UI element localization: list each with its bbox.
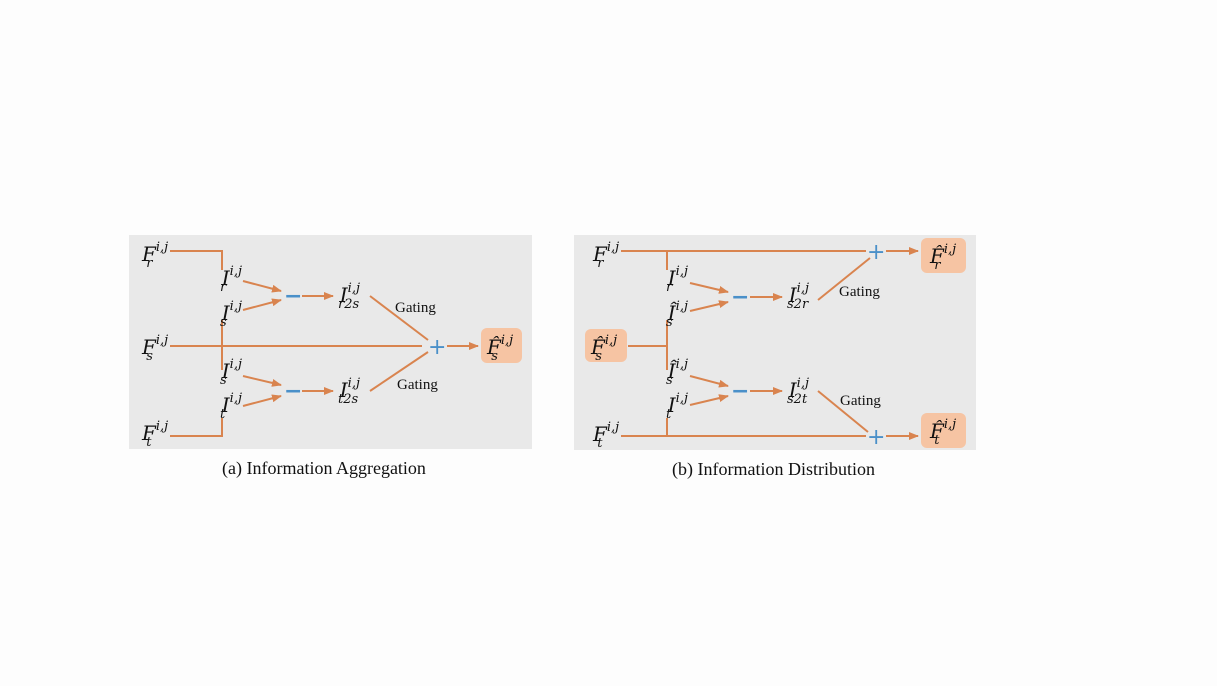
minus-operator-a-bot: − (284, 379, 302, 404)
arrow-b-it (689, 394, 729, 406)
output-box-b-top (921, 238, 966, 273)
minus-operator-b-bot: − (731, 379, 749, 404)
gating-label-b-bot: Gating (840, 393, 881, 409)
wire-a-top (170, 250, 223, 270)
gating-label-b-top: Gating (839, 284, 880, 300)
gating-line-b-top (817, 257, 871, 301)
arrow-b-is-bot (689, 375, 729, 388)
plus-operator-a: + (428, 335, 446, 360)
arrow-b-ir (689, 282, 729, 294)
gating-line-b-bot (817, 390, 869, 433)
output-box-a (481, 328, 522, 363)
caption-a: (a) Information Aggregation (222, 458, 426, 479)
input-box-b (585, 329, 627, 362)
wire-a-bot (170, 418, 223, 437)
arrow-a-ir (242, 280, 282, 293)
gating-line-a-top (369, 295, 429, 341)
caption-b: (b) Information Distribution (672, 459, 875, 480)
arrow-a-it (242, 394, 282, 407)
gating-line-a-bot (369, 351, 429, 392)
panel-a-background (129, 235, 532, 449)
plus-operator-b-bot: + (867, 425, 885, 450)
minus-operator-b-top: − (731, 285, 749, 310)
output-box-b-bot (921, 413, 966, 448)
arrow-a-is-top (242, 298, 282, 311)
panel-b-background (574, 235, 976, 450)
minus-operator-a-top: − (284, 284, 302, 309)
gating-label-a-top: Gating (395, 300, 436, 316)
plus-operator-b-top: + (867, 240, 885, 265)
arrow-a-is-bot (242, 375, 282, 387)
gating-label-a-bot: Gating (397, 377, 438, 393)
arrow-b-is-top (689, 300, 729, 312)
